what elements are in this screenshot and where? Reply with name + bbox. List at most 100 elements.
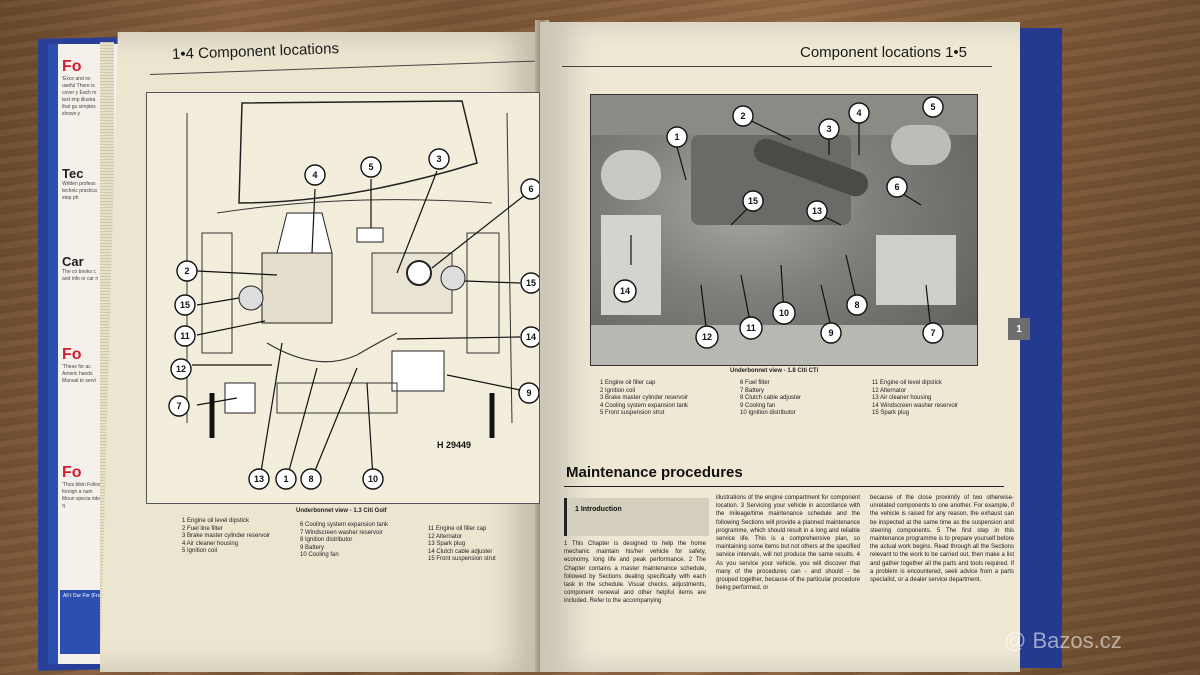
svg-text:1: 1 (283, 474, 288, 484)
photo-callout-10: 10 (772, 301, 796, 325)
svg-text:6: 6 (528, 184, 533, 194)
photo-callout-5: 5 (922, 96, 944, 118)
svg-text:15: 15 (526, 278, 536, 288)
svg-text:14: 14 (526, 332, 536, 342)
washer-reservoir-shape (224, 382, 256, 414)
svg-text:12: 12 (176, 364, 186, 374)
svg-text:12: 12 (702, 332, 712, 342)
svg-text:2: 2 (184, 266, 189, 276)
cover-heading-5: Fo (62, 464, 82, 481)
left-wing-panel (201, 232, 233, 354)
battery-shape (391, 350, 445, 392)
svg-text:1: 1 (674, 132, 679, 142)
figure-ref: H 29449 (437, 440, 471, 450)
body-column-1: 1 This Chapter is designed to help the h… (564, 541, 706, 605)
body-column-3: because of the close proximity of two ot… (870, 495, 1014, 584)
callout-8: 8 (300, 468, 322, 490)
right-header-rule (562, 66, 992, 67)
engine-diagram: H 29449 4 5 3 6 2 15 11 12 7 (146, 92, 540, 504)
cover-snippet-4: 'These for ac Americ hands Manual to ser… (62, 364, 96, 384)
body-column-2: illustrations of the engine compartment … (716, 495, 860, 592)
callout-13: 13 (248, 468, 270, 490)
right-page-header: Component locations 1•5 (800, 44, 968, 61)
intro-label: 1 Introduction (575, 506, 622, 513)
photo-callout-7: 7 (922, 322, 944, 344)
photo-callout-4: 4 (848, 102, 870, 124)
photo-callout-12: 12 (695, 325, 719, 349)
callout-1: 1 (275, 468, 297, 490)
svg-text:2: 2 (740, 111, 745, 121)
photo-strut-left (601, 150, 661, 200)
cover-footer-snippet: All t Our For (Fro (63, 593, 101, 599)
svg-text:10: 10 (779, 308, 789, 318)
photo-front-panel (591, 325, 977, 365)
watermark: @ Bazos.cz (1004, 628, 1122, 653)
callout-15-left: 15 (174, 294, 196, 316)
svg-text:7: 7 (176, 401, 181, 411)
photo-callout-9: 9 (820, 322, 842, 344)
svg-text:11: 11 (180, 331, 190, 341)
cover-snippet-5: 'Thos bikin Follow foreign a num Moun sp… (62, 482, 102, 509)
photo-callout-6: 6 (886, 176, 908, 198)
strut-right-shape (440, 265, 466, 291)
callout-12: 12 (170, 358, 192, 380)
svg-text:13: 13 (812, 206, 822, 216)
callout-15-right: 15 (520, 272, 539, 294)
callout-4: 4 (304, 164, 326, 186)
cover-snippet-3: The co books c and info or car n (62, 269, 99, 282)
air-cleaner-top (276, 212, 333, 254)
svg-text:6: 6 (894, 182, 899, 192)
cover-snippet-1: 'Exce and ex useful There is cover y Eac… (62, 76, 97, 117)
svg-text:3: 3 (436, 154, 441, 164)
photo-callouts: 1 2 3 4 5 15 13 6 14 12 11 10 9 8 7 (613, 96, 944, 349)
intro-box: 1 Introduction (564, 498, 709, 536)
svg-text:15: 15 (180, 300, 190, 310)
leader-lines (192, 170, 531, 479)
svg-text:4: 4 (312, 170, 317, 180)
callout-10: 10 (362, 468, 384, 490)
photo-callout-2: 2 (732, 105, 754, 127)
svg-text:9: 9 (526, 388, 531, 398)
filler-cap-shape (406, 260, 432, 286)
section-rule (564, 486, 1004, 487)
callout-11: 11 (174, 325, 196, 347)
svg-text:15: 15 (748, 196, 758, 206)
svg-text:11: 11 (746, 323, 756, 333)
chapter-tab: 1 (1008, 318, 1030, 340)
cover-heading-2: Tec (62, 166, 84, 181)
photo-callout-11: 11 (739, 316, 763, 340)
svg-text:8: 8 (854, 300, 859, 310)
radiator-shape (276, 382, 398, 414)
callout-9: 9 (518, 382, 539, 404)
svg-text:7: 7 (930, 328, 935, 338)
callout-14: 14 (520, 326, 539, 348)
engine-photo: 1 2 3 4 5 15 13 6 14 12 11 10 9 8 7 (590, 94, 978, 366)
photo-callout-8: 8 (846, 294, 868, 316)
callout-7: 7 (168, 395, 190, 417)
left-caption-title: Underbonnet view - 1.3 Citi Golf (296, 508, 387, 514)
photo-callout-14: 14 (613, 279, 637, 303)
photo-callout-13: 13 (806, 200, 828, 222)
svg-text:5: 5 (930, 102, 935, 112)
callout-5: 5 (360, 156, 382, 178)
svg-text:5: 5 (368, 162, 373, 172)
section-title: Maintenance procedures (566, 464, 743, 481)
cover-heading-3: Car (62, 254, 84, 269)
photo-callout-3: 3 (818, 118, 840, 140)
diagram-callouts: 4 5 3 6 2 15 11 12 7 14 15 9 13 1 8 10 (168, 148, 539, 490)
svg-text:10: 10 (368, 474, 378, 484)
svg-text:4: 4 (856, 108, 861, 118)
svg-text:14: 14 (620, 286, 630, 296)
callout-2: 2 (176, 260, 198, 282)
headlight-edges (209, 393, 495, 438)
cover-heading-4: Fo (62, 346, 82, 363)
svg-text:13: 13 (254, 474, 264, 484)
callout-6: 6 (520, 178, 539, 200)
svg-text:8: 8 (308, 474, 313, 484)
